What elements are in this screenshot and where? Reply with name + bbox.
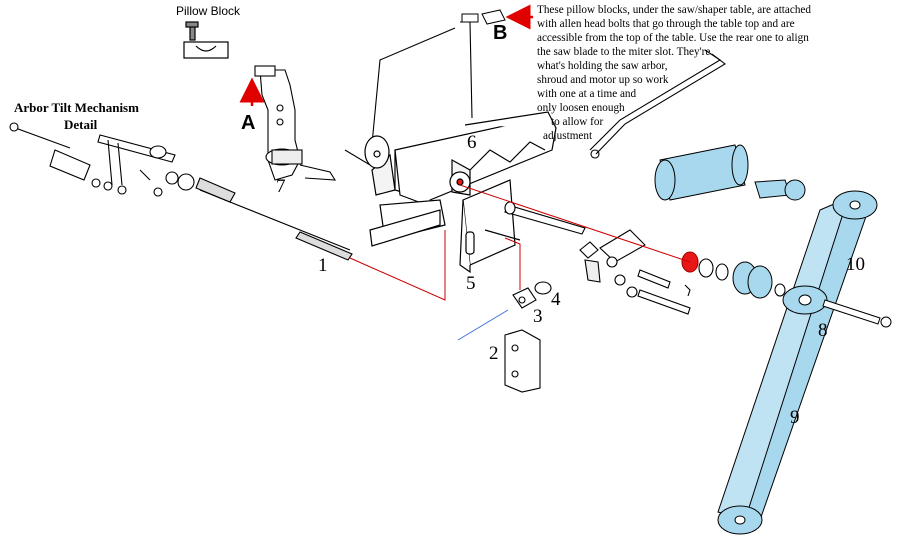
label-3: 3 (533, 306, 543, 327)
motor (654, 144, 806, 201)
callout-lines-red (349, 184, 691, 301)
arbor-tilt-label-line1: Arbor Tilt Mechanism (14, 100, 139, 115)
label-8: 8 (818, 320, 828, 341)
lead-screw-part-1 (165, 171, 353, 261)
belt-drive (717, 190, 892, 535)
arbor-tilt-mechanism (9, 122, 176, 197)
bracket-part-7 (254, 65, 337, 181)
note-line: with one at a time and (537, 88, 637, 100)
label-10: 10 (846, 254, 865, 275)
bearing-blue (732, 261, 786, 299)
label-b: B (493, 22, 508, 44)
label-4: 4 (551, 289, 561, 310)
label-a: A (241, 112, 256, 134)
note-line: what's holding the saw arbor, (537, 60, 668, 72)
note-line: the saw blade to the miter slot. They're (537, 46, 711, 58)
plate-part-5 (459, 179, 521, 274)
note-line: shroud and motor up so work (537, 74, 669, 86)
label-9: 9 (790, 407, 800, 428)
pillow-block-icon (183, 21, 229, 59)
block-part-2 (504, 329, 541, 393)
label-2: 2 (489, 343, 499, 364)
note-line: only loosen enough (537, 102, 625, 114)
note-line: accessible from the top of the table. Us… (537, 32, 809, 44)
callout-line-blue (457, 309, 509, 341)
note-line: with allen head bolts that go through th… (537, 18, 795, 30)
label-5: 5 (466, 273, 476, 294)
pillow-blocks-top (461, 9, 506, 25)
label-6: 6 (467, 132, 477, 153)
pillow-block-note: These pillow blocks, under the saw/shape… (537, 3, 811, 143)
cradle-housing-part-6 (364, 111, 557, 247)
pillow-part-3 (512, 287, 537, 309)
label-7: 7 (276, 176, 286, 197)
note-line: adjustment (543, 130, 593, 142)
long-bolt (504, 201, 586, 235)
pillow-block-label: Pillow Block (176, 4, 241, 18)
arbor-assembly (579, 229, 729, 315)
note-line: to allow for (551, 116, 604, 128)
note-line: These pillow blocks, under the saw/shape… (537, 4, 811, 16)
label-1: 1 (318, 255, 328, 276)
arbor-tilt-label-line2: Detail (64, 117, 98, 132)
screw-part-4 (534, 281, 552, 295)
